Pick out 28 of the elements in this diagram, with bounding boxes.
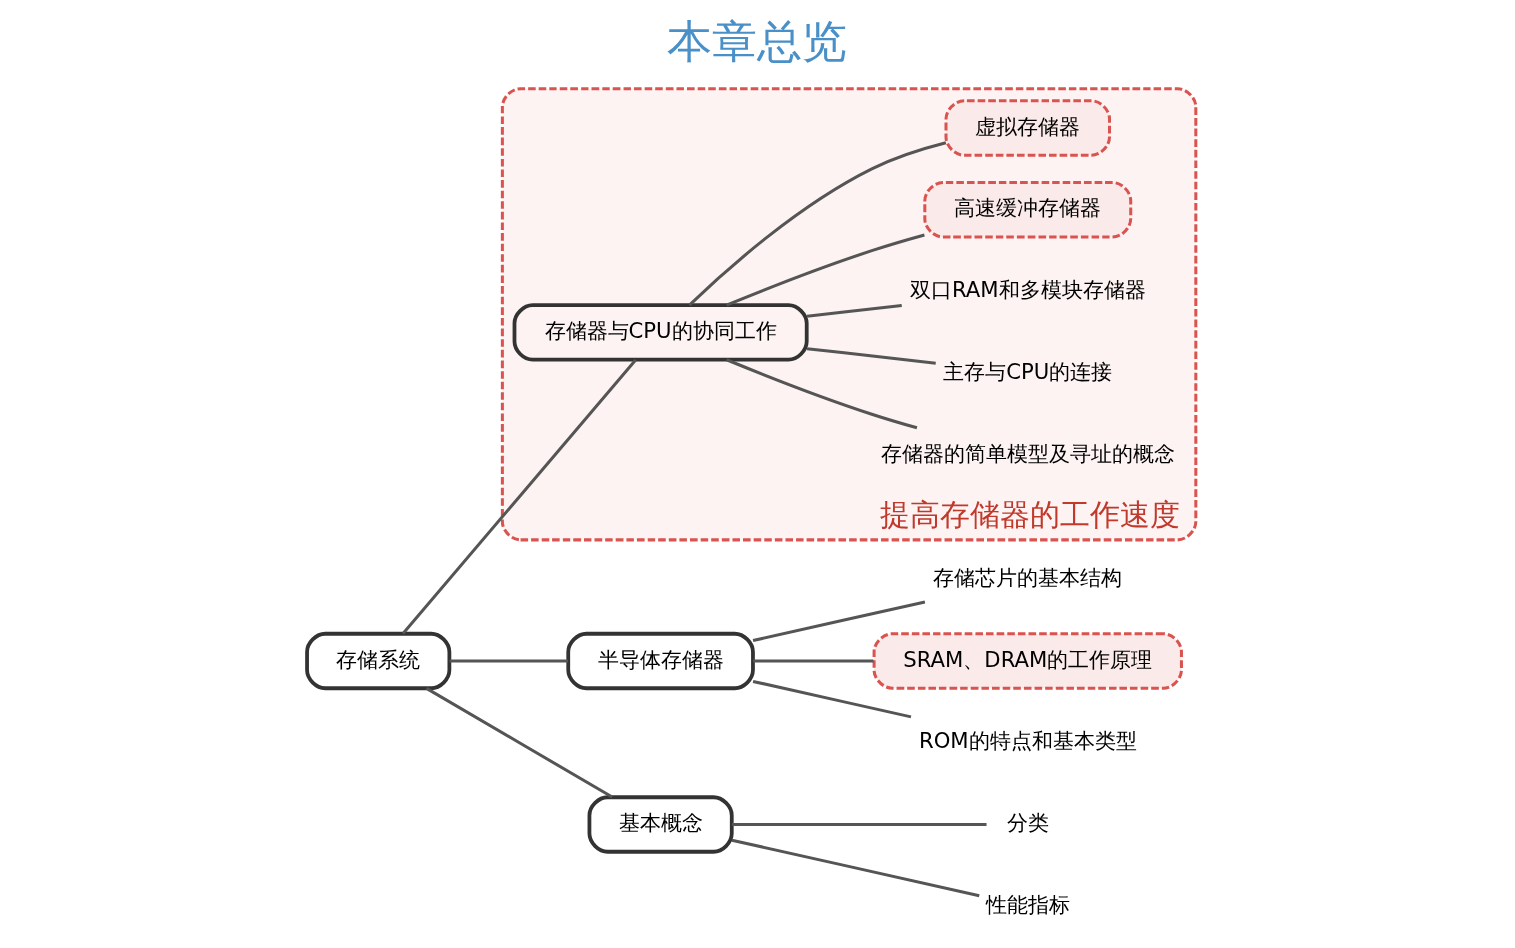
node-box: 半导体存储器	[566, 631, 755, 691]
connector	[752, 679, 912, 719]
connector	[752, 600, 926, 643]
node-text: 主存与CPU的连接	[943, 358, 1113, 384]
connector	[806, 347, 936, 365]
diagram-title: 本章总览	[667, 14, 848, 68]
connector	[425, 687, 613, 799]
connector	[753, 659, 874, 663]
node-box: SRAM、DRAM的工作原理	[872, 632, 1183, 690]
node-box: 虚拟存储器	[944, 99, 1112, 157]
node-text: 分类	[1006, 810, 1049, 836]
node-text: 双口RAM和多模块存储器	[909, 277, 1146, 303]
node-box: 高速缓冲存储器	[923, 181, 1133, 239]
connector	[726, 233, 925, 307]
connector	[449, 659, 569, 663]
connector	[688, 141, 947, 307]
node-text: 性能指标	[985, 891, 1070, 917]
connector	[726, 358, 918, 430]
node-text: 存储芯片的基本结构	[933, 564, 1123, 590]
connector	[731, 838, 980, 898]
connector	[401, 359, 637, 635]
connector	[806, 304, 902, 318]
node-box: 存储系统	[305, 631, 452, 691]
node-box: 存储器与CPU的协同工作	[512, 303, 809, 362]
node-text: ROM的特点和基本类型	[918, 728, 1137, 754]
node-text: 存储器的简单模型及寻址的概念	[880, 440, 1175, 466]
connector	[731, 823, 987, 827]
node-box: 基本概念	[587, 795, 734, 854]
